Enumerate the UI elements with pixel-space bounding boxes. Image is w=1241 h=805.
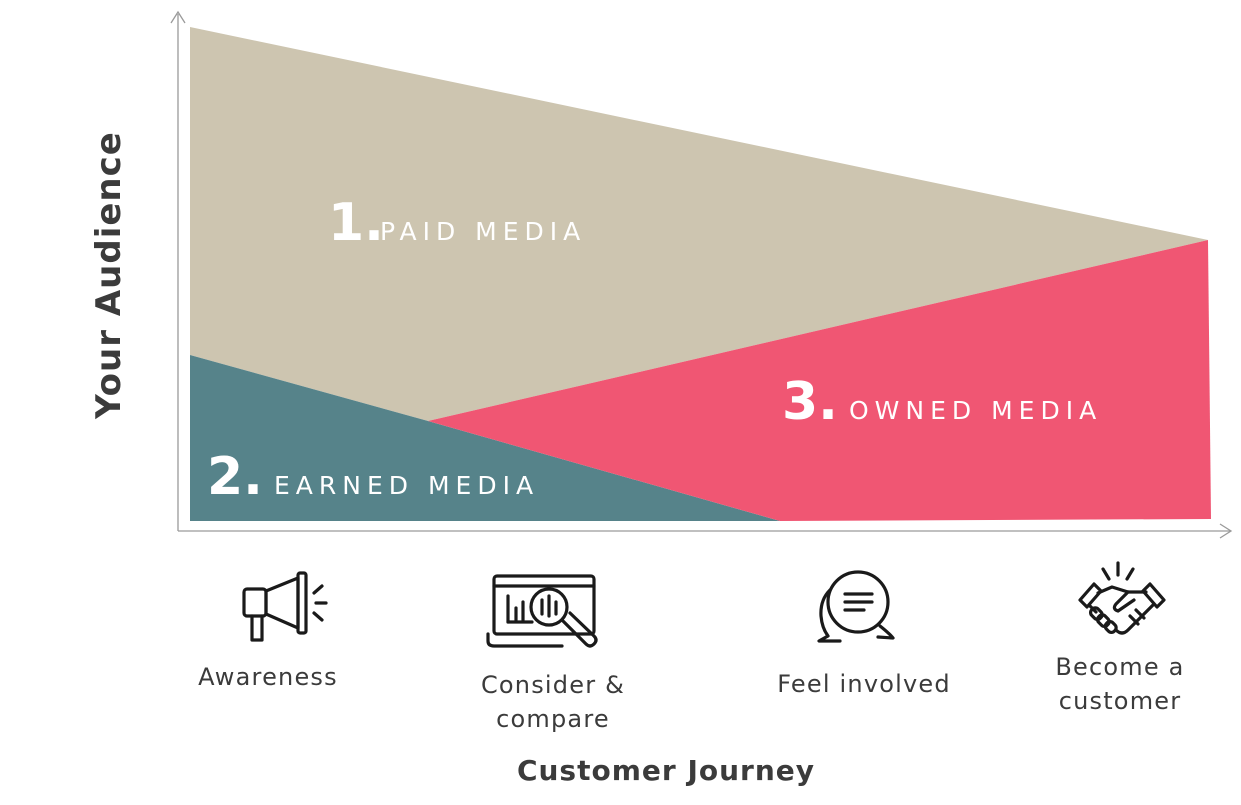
y-axis — [170, 10, 186, 531]
owned-media-region — [428, 240, 1211, 521]
stage-label-consider-line2: compare — [496, 705, 610, 733]
paid-media-region — [190, 27, 1208, 421]
earned-media-label: EARNED MEDIA — [274, 471, 539, 500]
owned-media-number: 3. — [782, 372, 838, 432]
handshake-icon — [1078, 561, 1166, 635]
y-axis-title: Your Audience — [89, 131, 129, 420]
stage-label-consider-line1: Consider & — [481, 671, 625, 699]
megaphone-icon — [242, 571, 328, 642]
owned-media-label: OWNED MEDIA — [849, 396, 1102, 425]
stage-label-become-line1: Become a — [1055, 653, 1184, 681]
stage-label-feel-involved: Feel involved — [777, 670, 951, 698]
paid-media-label: PAID MEDIA — [380, 217, 586, 246]
paid-media-number: 1. — [328, 193, 384, 253]
chat-bubbles-icon — [817, 570, 895, 643]
stage-label-awareness: Awareness — [198, 663, 338, 691]
analytics-magnifier-icon — [486, 574, 598, 648]
earned-media-region — [190, 355, 780, 521]
stage-label-become-line2: customer — [1059, 687, 1182, 715]
x-axis-title: Customer Journey — [517, 754, 815, 787]
earned-media-number: 2. — [207, 447, 263, 507]
x-axis — [178, 523, 1233, 539]
